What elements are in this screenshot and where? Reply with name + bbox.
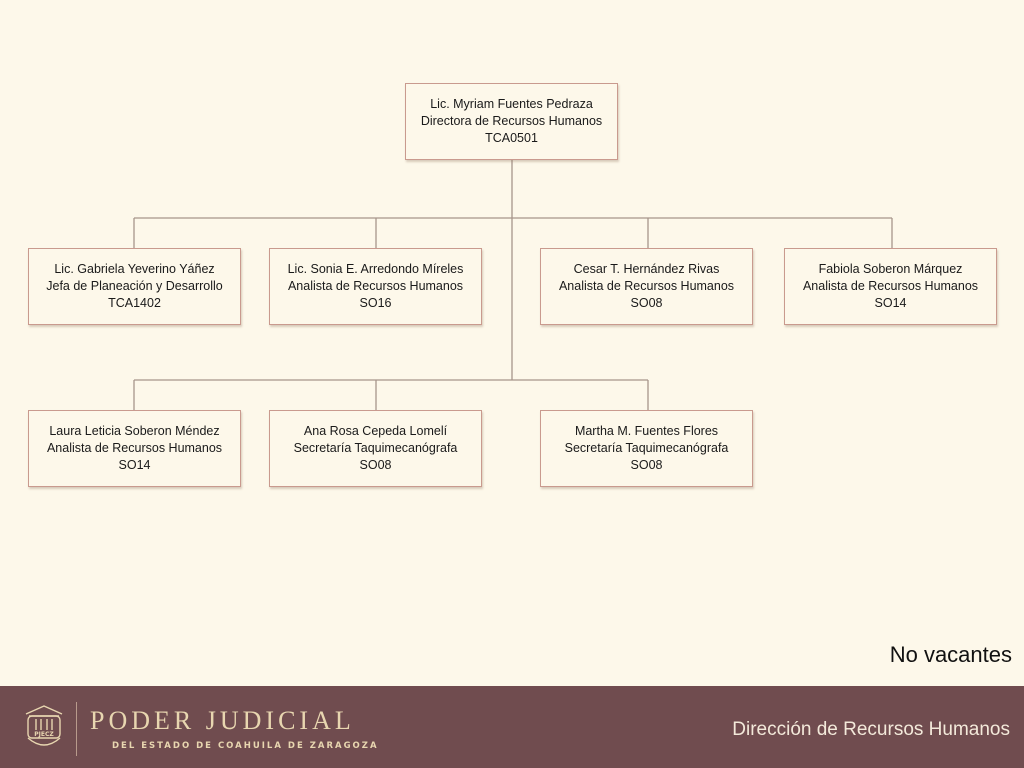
- person-title: Analista de Recursos Humanos: [46, 441, 223, 455]
- org-box-analista-4: Laura Leticia Soberon Méndez Analista de…: [28, 410, 241, 487]
- person-name: Laura Leticia Soberon Méndez: [49, 424, 220, 438]
- brand-subtitle: DEL ESTADO DE COAHUILA DE ZARAGOZA: [112, 741, 379, 751]
- person-code: TCA0501: [485, 131, 538, 145]
- no-vacancies-note: No vacantes: [889, 642, 1012, 667]
- person-title: Secretaría Taquimecanógrafa: [293, 441, 458, 455]
- person-name: Lic. Sonia E. Arredondo Míreles: [287, 262, 464, 276]
- org-box-analista-3: Fabiola Soberon Márquez Analista de Recu…: [784, 248, 997, 325]
- person-code: SO08: [630, 296, 663, 310]
- person-code: SO14: [118, 458, 151, 472]
- person-title: Analista de Recursos Humanos: [287, 279, 464, 293]
- person-title: Analista de Recursos Humanos: [558, 279, 735, 293]
- person-name: Lic. Gabriela Yeverino Yáñez: [54, 262, 215, 276]
- person-name: Lic. Myriam Fuentes Pedraza: [430, 97, 593, 111]
- pjecz-seal-logo: PJECZ: [25, 705, 63, 746]
- seal-text: PJECZ: [34, 731, 54, 738]
- org-box-analista-1: Lic. Sonia E. Arredondo Míreles Analista…: [269, 248, 482, 325]
- org-box-secretaria-1: Ana Rosa Cepeda Lomelí Secretaría Taquim…: [269, 410, 482, 487]
- person-title: Directora de Recursos Humanos: [420, 114, 603, 128]
- person-name: Cesar T. Hernández Rivas: [573, 262, 720, 276]
- person-code: SO14: [874, 296, 907, 310]
- footer-divider: [76, 702, 77, 756]
- org-box-secretaria-2: Martha M. Fuentes Flores Secretaría Taqu…: [540, 410, 753, 487]
- org-box-director: Lic. Myriam Fuentes Pedraza Directora de…: [405, 83, 618, 160]
- footer-bar: PJECZ PODER JUDICIAL DEL ESTADO DE COAHU…: [0, 686, 1024, 768]
- person-name: Martha M. Fuentes Flores: [574, 424, 719, 438]
- person-code: SO08: [630, 458, 663, 472]
- person-name: Fabiola Soberon Márquez: [818, 262, 963, 276]
- org-chart-connectors: [133, 160, 893, 410]
- person-title: Jefa de Planeación y Desarrollo: [46, 279, 223, 293]
- person-title: Analista de Recursos Humanos: [802, 279, 979, 293]
- person-title: Secretaría Taquimecanógrafa: [564, 441, 729, 455]
- person-name: Ana Rosa Cepeda Lomelí: [303, 424, 448, 438]
- person-code: SO16: [359, 296, 392, 310]
- person-code: TCA1402: [108, 296, 161, 310]
- department-name: Dirección de Recursos Humanos: [732, 719, 1010, 740]
- brand-title: PODER JUDICIAL: [90, 706, 355, 735]
- org-box-planeacion: Lic. Gabriela Yeverino Yáñez Jefa de Pla…: [28, 248, 241, 325]
- person-code: SO08: [359, 458, 392, 472]
- org-box-analista-2: Cesar T. Hernández Rivas Analista de Rec…: [540, 248, 753, 325]
